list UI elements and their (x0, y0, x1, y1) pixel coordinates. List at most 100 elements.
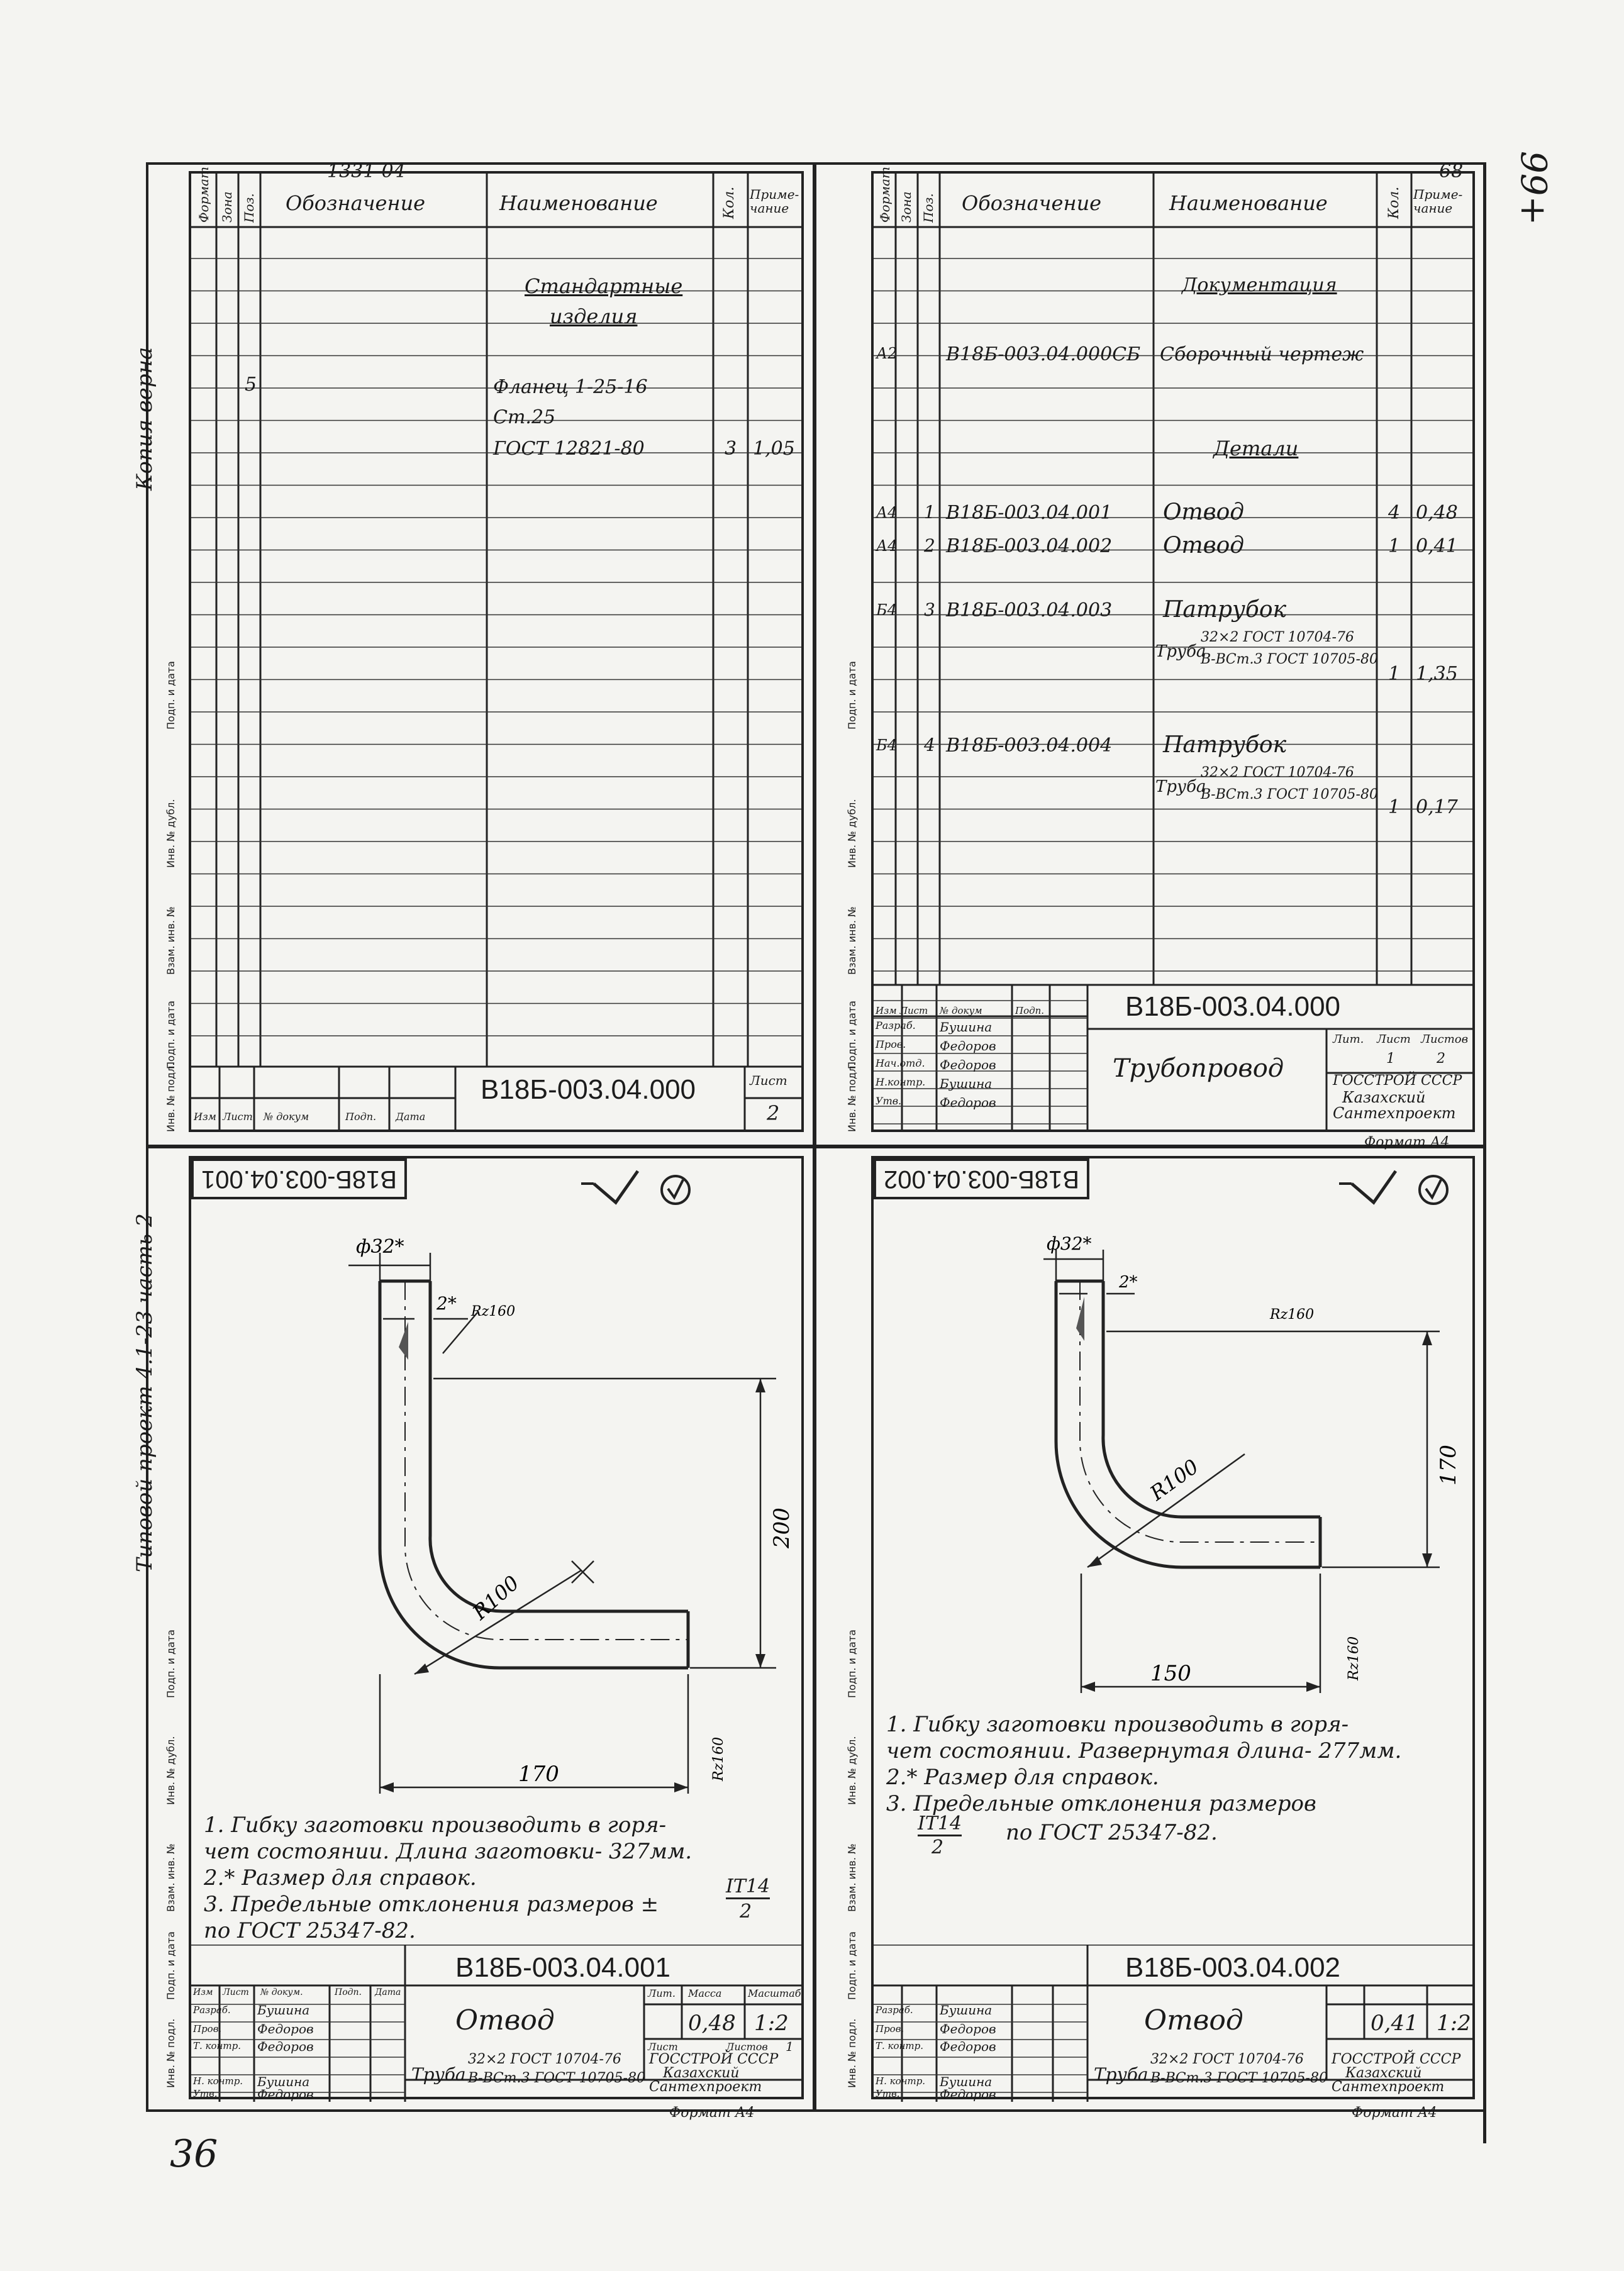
note-line: по ГОСТ 25347-82. (204, 1918, 416, 1943)
part-name: Отвод (1163, 533, 1245, 558)
binding-label: Подп. и дата (165, 661, 177, 730)
part-pos: 3 (924, 599, 935, 620)
right-stamp-org-3: Сантехпроект (1333, 1104, 1456, 1122)
dim-diameter-1: ф32* (356, 1236, 404, 1258)
stamp-name: Федоров (257, 2021, 314, 2036)
drawing-sheet-1: В18Б-003.04.001 (189, 1156, 804, 2121)
left-stamp-col: Лист (223, 1111, 253, 1123)
stamp-role: Н. контр. (876, 2075, 926, 2087)
stamp-role: Т. контр. (193, 2040, 242, 2052)
note-line: 3. Предельные отклонения размеров ± (204, 1892, 659, 1917)
stamp-name: Бушина (940, 2002, 993, 2018)
right-stamp-lists: Листов (1421, 1033, 1469, 1046)
dim-width-2: 150 (1150, 1661, 1191, 1686)
stamp-role-name: Бушина (940, 1076, 993, 1091)
note-line: 3. Предельные отклонения размеров (886, 1791, 1316, 1816)
binding-label: Взам. инв. № (846, 906, 858, 975)
part-name: Отвод (1163, 499, 1245, 525)
part-format: Б4 (876, 601, 897, 619)
stamp-material-2-2: В-ВСт.3 ГОСТ 10705-80 (1150, 2070, 1328, 2086)
binding-label: Подп. и дата (165, 1001, 177, 1069)
binding-label: Подп. и дата (165, 1931, 177, 2000)
assembly-name: Сборочный чертеж (1160, 343, 1364, 365)
right-stamp-format: Формат А4 (1364, 1135, 1450, 1150)
right-stamp-list: Лист (1377, 1033, 1411, 1046)
part-designation: В18Б-003.04.002 (946, 535, 1113, 557)
part-qty: 1 (1388, 535, 1401, 557)
rough-bottom-1: Rz160 (711, 1737, 726, 1782)
stamp-hdr: Дата (375, 1987, 401, 1997)
stamp-role: Пров. (193, 2023, 222, 2035)
stamp-hdr: Лист (223, 1987, 249, 1997)
stamp-role-name: Федоров (940, 1038, 996, 1053)
stamp-name: Федоров (940, 2021, 996, 2036)
stamp-hdr: Изм (193, 1987, 213, 1997)
part-note: 1,35 (1416, 663, 1458, 685)
stamp-scale-2: 1:2 (1437, 2011, 1471, 2036)
col-zone: Зона (899, 191, 914, 223)
stamp-format-2: Формат А4 (1352, 2105, 1437, 2121)
tolerance-den-2: 2 (932, 1836, 944, 1858)
part-format: А4 (876, 504, 898, 521)
stamp-role: Н. контр. (193, 2075, 243, 2087)
left-stamp-sheet-label: Лист (750, 1073, 787, 1088)
left-stamp-sheet-number: 2 (767, 1101, 780, 1125)
right-spec-grid (874, 174, 1472, 1130)
part-designation: В18Б-003.04.003 (946, 599, 1113, 621)
binding-label: Инв. № подл. (165, 2018, 177, 2088)
dim-height-2: 170 (1436, 1445, 1461, 1485)
rough-top-2: Rz160 (1269, 1307, 1314, 1323)
stamp-role: Разраб. (876, 1019, 916, 1031)
rough-top-1: Rz160 (470, 1304, 515, 1319)
right-stamp-code: В18Б-003.04.000 (1125, 991, 1341, 1022)
col-name: Наименование (1169, 191, 1328, 215)
right-stamp-lists-val: 2 (1437, 1051, 1445, 1067)
col-zone: Зона (220, 191, 235, 223)
row-name: Фланец 1-25-16 (493, 376, 648, 398)
part-material-2: В-ВСт.3 ГОСТ 10705-80 (1201, 652, 1378, 667)
stamp-hdr: Подп. (335, 1987, 362, 1997)
binding-label: Инв. № дубл. (846, 1736, 858, 1805)
stamp-org-1-2: Казахский (663, 2065, 740, 2081)
binding-label: Инв. № дубл. (165, 799, 177, 868)
stamp-name: Федоров (257, 2039, 314, 2054)
stamp-org-2-3: Сантехпроект (1332, 2079, 1445, 2095)
left-spec-sheet: Формат Зона Поз. Обозначение Наименовани… (189, 167, 804, 1132)
note-line: по ГОСТ 25347-82. (1006, 1820, 1218, 1845)
col-name: Наименование (499, 191, 658, 215)
stamp-name: Федоров (940, 2087, 996, 2102)
right-stamp-list-val: 1 (1386, 1051, 1395, 1067)
row-name: ГОСТ 12821-80 (493, 438, 645, 460)
side-copy-note: Копия верна (132, 347, 157, 491)
stamp-role: Пров. (876, 1038, 906, 1050)
stamp-role: Утв. (876, 2088, 900, 2099)
col-qty: Кол. (1386, 186, 1402, 219)
stamp-mass-1: 0,48 (688, 2011, 736, 2036)
binding-label: Инв. № подл. (846, 2018, 858, 2088)
elbow-drawing-2: ф32* 2* Rz160 R100 170 150 Rz160 (1043, 1233, 1461, 1693)
side-project-note: Типовой проект 4.1-23 часть 2 (132, 1213, 157, 1572)
stamp-role: Н.контр. (876, 1076, 926, 1088)
note-line: 1. Гибку заготовки производить в горя- (204, 1813, 667, 1838)
stamp-grid-1 (191, 1945, 801, 2102)
page-corner-number: 36 (170, 2132, 218, 2176)
right-spec-sheet: Формат Зона Поз. Обозначение Наименовани… (871, 167, 1475, 1150)
binding-label: Взам. инв. № (165, 1843, 177, 1912)
dim-height-1: 200 (769, 1508, 794, 1549)
vertical-divider (813, 162, 816, 2109)
check-mark-2 (1339, 1170, 1449, 1205)
left-stamp-col: Изм (194, 1111, 216, 1123)
col-note: Приме-чание (750, 187, 799, 216)
stamp-lit-label-1: Лит. (648, 1987, 676, 1999)
right-stamp-org-2: Казахский (1342, 1089, 1426, 1106)
col-designation: Обозначение (962, 191, 1102, 215)
dim-radius-1: R100 (467, 1571, 523, 1625)
stamp-role: Т. контр. (876, 2040, 924, 2052)
part-qty: 1 (1388, 663, 1401, 685)
left-stamp-col: Подп. (345, 1111, 377, 1123)
binding-label: Подп. и дата (846, 661, 858, 730)
stamp-role-name: Федоров (940, 1057, 996, 1072)
binding-label: Подп. и дата (846, 1001, 858, 1069)
part-designation: В18Б-003.04.001 (946, 502, 1113, 524)
left-stamp-code: В18Б-003.04.000 (481, 1074, 696, 1105)
